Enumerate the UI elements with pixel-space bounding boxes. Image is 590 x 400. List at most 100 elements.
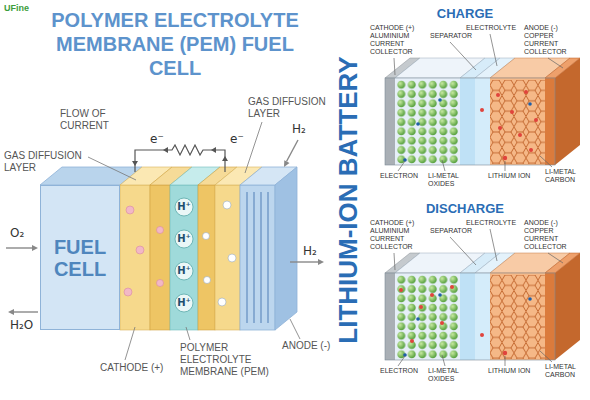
gas-arrows bbox=[287, 140, 299, 162]
fuel-cell-stack bbox=[240, 185, 275, 330]
gas-arrows bbox=[318, 259, 324, 265]
fuel-cell-stack bbox=[275, 167, 297, 330]
ion-label: H⁺ bbox=[174, 232, 194, 246]
fuel-cell-stack bbox=[203, 201, 237, 306]
fuel-cell-stack bbox=[175, 294, 193, 312]
fuel-cell-stack bbox=[124, 206, 164, 296]
annotation-label: ANODE (-) bbox=[282, 340, 330, 352]
part-label: ELECTRON bbox=[380, 367, 418, 375]
fuel-cell-stack bbox=[136, 246, 144, 254]
gas-arrows bbox=[284, 160, 290, 167]
gas-arrows bbox=[8, 309, 14, 315]
electron-label: e⁻ bbox=[230, 132, 244, 146]
charge-panel bbox=[534, 118, 538, 122]
circuit-wire bbox=[132, 145, 228, 172]
fuel-cell-stack bbox=[150, 185, 170, 330]
fuel-cell-stack bbox=[198, 185, 215, 330]
charge-panel bbox=[496, 93, 500, 97]
part-label: LI-METAL OXIDES bbox=[428, 172, 470, 188]
annotation-label: FLOW OF CURRENT bbox=[60, 108, 118, 132]
fuel-cell-stack bbox=[126, 206, 134, 214]
gas-arrows bbox=[14, 311, 38, 312]
fuel-cell-stack bbox=[267, 192, 269, 323]
fuel-cell-stack bbox=[170, 185, 198, 330]
annotation-label: GAS DIFFUSION LAYER bbox=[248, 96, 330, 120]
part-label: CATHODE (+) ALUMINIUM CURRENT COLLECTOR bbox=[370, 219, 424, 251]
ion-label: H⁺ bbox=[174, 296, 194, 310]
discharge-panel bbox=[410, 339, 414, 343]
circuit-wire bbox=[132, 161, 138, 166]
fuel-cell-stack bbox=[175, 198, 193, 216]
fuel-cell-stack bbox=[223, 201, 231, 209]
leader-lines bbox=[245, 122, 262, 173]
fuel-cell-stack bbox=[175, 230, 193, 248]
discharge-panel bbox=[419, 305, 423, 309]
annotation-label: POLYMER ELECTROLYTE MEMBRANE (PEM) bbox=[180, 342, 272, 378]
discharge-panel bbox=[399, 285, 484, 343]
fuel-cell-stack bbox=[175, 262, 193, 280]
part-label: SEPARATOR bbox=[430, 227, 472, 235]
part-label: CATHODE (+) ALUMINIUM CURRENT COLLECTOR bbox=[370, 24, 424, 56]
gas-label: O₂ bbox=[10, 226, 24, 240]
gas-arrows bbox=[32, 245, 38, 251]
discharge-panel bbox=[450, 285, 454, 289]
fuel-cell-stack bbox=[204, 277, 211, 284]
plate-label: FUEL CELL bbox=[44, 236, 116, 280]
charge-panel bbox=[518, 133, 522, 137]
gas-label: H₂ bbox=[303, 244, 317, 258]
part-label: ELECTROLYTE bbox=[466, 219, 516, 227]
discharge-panel bbox=[399, 288, 403, 292]
gas-arrows bbox=[290, 261, 318, 262]
circuit-wire bbox=[211, 147, 216, 153]
discharge-panel bbox=[480, 333, 484, 337]
part-label: LI-METAL CARBON bbox=[545, 168, 585, 184]
charge-panel bbox=[480, 108, 484, 112]
circuit-wire bbox=[132, 147, 228, 166]
fuel-cell-stack bbox=[175, 198, 193, 312]
part-label: LI-METAL OXIDES bbox=[428, 367, 470, 383]
part-label: LITHIUM ION bbox=[488, 367, 530, 375]
fuel-cell-plate: FUEL CELL bbox=[40, 185, 120, 330]
watermark: UFine bbox=[4, 3, 29, 14]
charge-panel bbox=[498, 126, 502, 130]
leader-lines bbox=[186, 327, 190, 340]
part-label: LI-METAL CARBON bbox=[545, 363, 585, 379]
gas-arrows bbox=[6, 247, 32, 248]
charge-panel bbox=[529, 148, 533, 152]
ion-label: H⁺ bbox=[174, 264, 194, 278]
leader-lines bbox=[125, 327, 135, 360]
charge-panel bbox=[480, 90, 538, 152]
panel-heading: CHARGE bbox=[410, 6, 520, 22]
discharge-panel bbox=[430, 293, 434, 297]
ion-label: H⁺ bbox=[174, 200, 194, 214]
part-label: ELECTRON bbox=[380, 172, 418, 180]
fuel-cell-stack bbox=[253, 192, 255, 323]
annotation-label: CATHODE (+) bbox=[100, 362, 163, 374]
panel-heading: DISCHARGE bbox=[410, 201, 520, 217]
diagram-title: POLYMER ELECTROLYTE MEMBRANE (PEM) FUEL … bbox=[30, 8, 320, 80]
gas-label: H₂ bbox=[292, 122, 306, 136]
gas-label: H₂O bbox=[10, 318, 33, 332]
circuit-wire bbox=[163, 147, 168, 153]
electron-label: e⁻ bbox=[150, 132, 164, 146]
discharge-panel bbox=[440, 321, 444, 325]
fuel-cell-stack bbox=[120, 185, 150, 330]
fuel-cell-stack bbox=[215, 185, 240, 330]
fuel-cell-stack bbox=[40, 167, 297, 330]
leader-lines bbox=[88, 157, 136, 180]
part-label: ANODE (-) COPPER CURRENT COLLECTOR bbox=[524, 219, 584, 251]
part-label: SEPARATOR bbox=[430, 32, 472, 40]
part-label: ANODE (-) COPPER CURRENT COLLECTOR bbox=[524, 24, 584, 56]
fuel-cell-stack bbox=[246, 192, 248, 323]
circuit-wire bbox=[135, 145, 225, 172]
part-label: LITHIUM ION bbox=[488, 172, 530, 180]
fuel-cell-stack bbox=[203, 233, 210, 240]
leader-lines bbox=[290, 319, 300, 339]
vertical-title: LITHIUM-ION BATTERY bbox=[332, 40, 364, 360]
charge-panel bbox=[524, 90, 528, 94]
fuel-cell-stack bbox=[157, 227, 164, 234]
fuel-cell-stack bbox=[218, 298, 226, 306]
fuel-cell-stack bbox=[228, 254, 236, 262]
annotation-label: GAS DIFFUSION LAYER bbox=[4, 150, 86, 174]
